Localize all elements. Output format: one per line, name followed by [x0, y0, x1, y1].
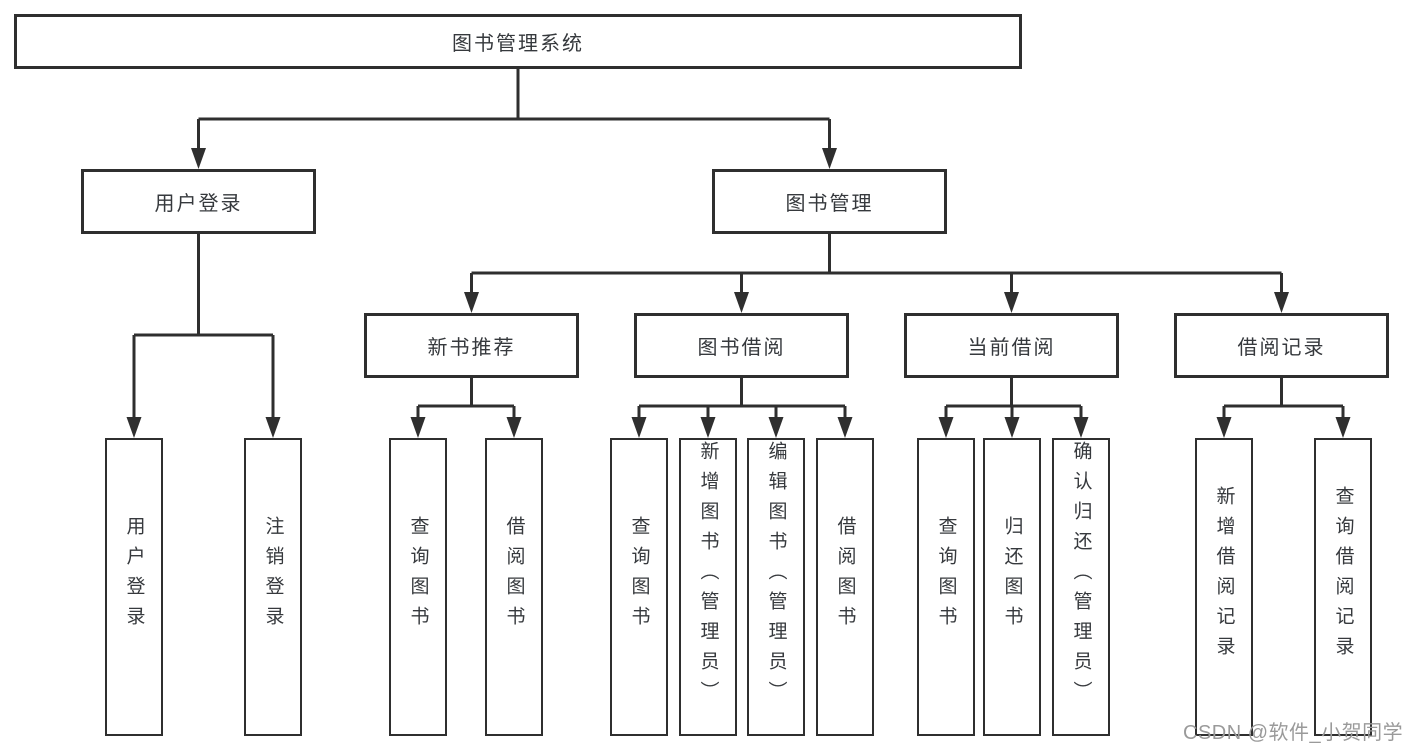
leaf-label: 查询图书 [407, 516, 429, 636]
leaf-label: 借阅图书 [503, 516, 525, 636]
leaf-current-confirm-return-admin: 确认归还（管理员） [1052, 438, 1110, 736]
arrow-down-icon [1004, 417, 1020, 438]
leaf-label: 用户登录 [123, 516, 145, 636]
arrow-down-icon [822, 148, 837, 169]
connector-book-management-to-level3 [470, 234, 1283, 305]
connector-root-to-level2 [197, 69, 831, 161]
node-book-borrow: 图书借阅 [634, 313, 849, 378]
leaf-current-return-books: 归还图书 [983, 438, 1041, 736]
arrow-down-icon [265, 417, 281, 438]
arrow-down-icon [734, 292, 749, 313]
arrow-down-icon [1004, 292, 1019, 313]
arrow-down-icon [506, 417, 522, 438]
leaf-logout: 注销登录 [244, 438, 302, 736]
leaf-current-query-books: 查询图书 [917, 438, 975, 736]
connector-new-book-recommend-to-leaves [416, 378, 516, 430]
arrow-down-icon [768, 417, 784, 438]
node-book-management: 图书管理 [712, 169, 947, 234]
leaf-label: 新增图书（管理员） [697, 441, 719, 711]
leaf-borrow-query-books: 查询图书 [610, 438, 668, 736]
leaf-records-add-borrow-record: 新增借阅记录 [1195, 438, 1253, 736]
leaf-borrow-add-book-admin: 新增图书（管理员） [679, 438, 737, 736]
leaf-recommend-borrow-books: 借阅图书 [485, 438, 543, 736]
arrow-down-icon [1274, 292, 1289, 313]
leaf-label: 编辑图书（管理员） [765, 441, 787, 711]
arrow-down-icon [1335, 417, 1351, 438]
arrowheads-group [126, 148, 1351, 438]
leaf-borrow-edit-book-admin: 编辑图书（管理员） [747, 438, 805, 736]
arrow-down-icon [1216, 417, 1232, 438]
leaf-label: 注销登录 [262, 516, 284, 636]
leaf-label: 新增借阅记录 [1213, 486, 1235, 666]
arrow-down-icon [464, 292, 479, 313]
leaf-label: 查询借阅记录 [1332, 486, 1354, 666]
leaf-label: 归还图书 [1001, 516, 1023, 636]
arrow-down-icon [631, 417, 647, 438]
arrow-down-icon [700, 417, 716, 438]
leaf-label: 查询图书 [628, 516, 650, 636]
node-user-login: 用户登录 [81, 169, 316, 234]
arrow-down-icon [837, 417, 853, 438]
arrow-down-icon [126, 417, 142, 438]
node-borrow-records: 借阅记录 [1174, 313, 1389, 378]
arrow-down-icon [191, 148, 206, 169]
leaf-user-login: 用户登录 [105, 438, 163, 736]
connector-user-login-to-leaves [132, 234, 275, 430]
leaf-label: 查询图书 [935, 516, 957, 636]
connector-borrow-records-to-leaves [1222, 378, 1345, 430]
node-current-borrow: 当前借阅 [904, 313, 1119, 378]
arrow-down-icon [938, 417, 954, 438]
csdn-watermark: CSDN @软件_小贺同学 [1183, 722, 1404, 744]
leaf-recommend-query-books: 查询图书 [389, 438, 447, 736]
leaf-records-query-borrow-record: 查询借阅记录 [1314, 438, 1372, 736]
leaf-label: 确认归还（管理员） [1070, 441, 1092, 711]
node-library-management-system: 图书管理系统 [14, 14, 1022, 69]
arrow-down-icon [1073, 417, 1089, 438]
leaf-label: 借阅图书 [834, 516, 856, 636]
connector-book-borrow-to-leaves [637, 378, 847, 430]
node-new-book-recommend: 新书推荐 [364, 313, 579, 378]
arrow-down-icon [410, 417, 426, 438]
leaf-borrow-borrow-books: 借阅图书 [816, 438, 874, 736]
